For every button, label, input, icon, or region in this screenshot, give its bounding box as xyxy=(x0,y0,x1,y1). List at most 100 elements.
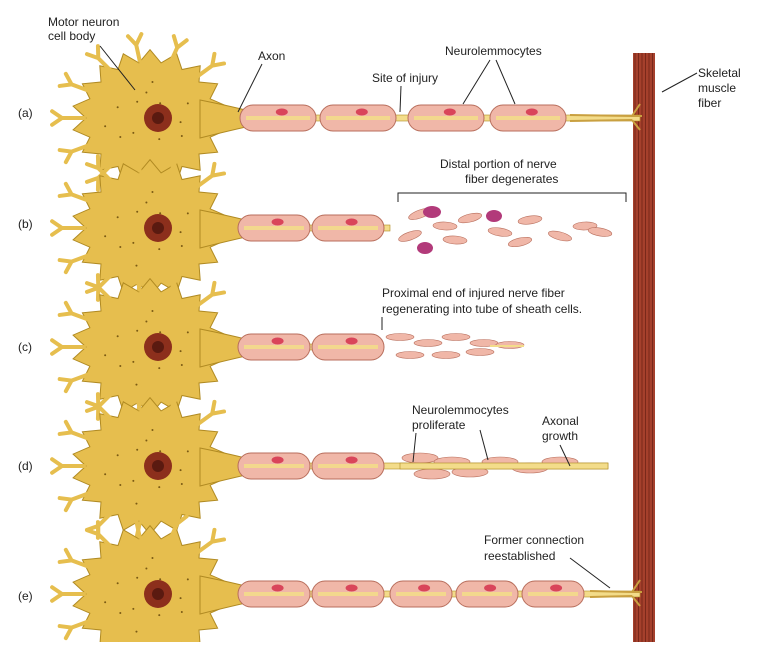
row-label-d: (d) xyxy=(18,459,33,473)
dendrite xyxy=(57,419,94,442)
axon-core xyxy=(318,592,378,596)
speckle xyxy=(104,125,107,128)
nucleolus xyxy=(152,341,164,353)
speckle xyxy=(186,450,189,453)
motor-neuron-label-line1: Motor neuron xyxy=(48,15,119,29)
proximal-label-line2: regenerating into tube of sheath cells. xyxy=(382,302,582,316)
dendrite xyxy=(57,71,94,94)
dendrite xyxy=(50,338,86,356)
dendrite xyxy=(168,34,189,65)
site-of-injury-leader xyxy=(399,85,402,113)
distal-label-line2: fiber degenerates xyxy=(465,172,558,186)
dendrite xyxy=(125,380,144,411)
axon-core xyxy=(244,345,304,349)
speckle xyxy=(159,578,162,581)
speckle xyxy=(136,576,139,579)
dendrite xyxy=(84,273,114,303)
axonal-label-line1: Axonal xyxy=(542,414,579,428)
speckle xyxy=(136,100,139,103)
proliferate-leader xyxy=(412,432,417,463)
distal-bracket xyxy=(397,192,627,202)
speckle xyxy=(116,454,119,457)
sheath-nucleus xyxy=(550,584,563,592)
macrophage xyxy=(417,242,433,254)
axon-core xyxy=(528,592,578,596)
dendrite xyxy=(57,142,94,165)
dendrite xyxy=(50,457,86,475)
speckle xyxy=(151,191,154,194)
speckle xyxy=(180,364,183,367)
skeletal-label-line3: fiber xyxy=(698,96,721,110)
speckle xyxy=(145,439,148,442)
nucleolus xyxy=(152,588,164,600)
dendrite xyxy=(194,51,227,79)
proliferating-neurolemmocyte xyxy=(401,452,439,464)
skeletal-muscle-fiber xyxy=(633,401,655,531)
speckle xyxy=(159,331,162,334)
speckle xyxy=(116,106,119,109)
speckle xyxy=(119,364,122,367)
speckle xyxy=(119,483,122,486)
neurolemmocytes-label: Neurolemmocytes xyxy=(445,44,542,58)
row-c-regeneration-start xyxy=(50,261,655,433)
degenerating-fragment xyxy=(398,230,422,242)
sheath-nucleus xyxy=(271,337,284,345)
speckle xyxy=(186,331,189,334)
axon-core xyxy=(318,226,378,230)
speckle xyxy=(132,241,135,244)
row-label-c: (c) xyxy=(18,340,32,354)
distal-label-line1: Distal portion of nerve xyxy=(440,157,557,171)
macrophage xyxy=(486,210,502,222)
dendrite xyxy=(125,261,144,292)
speckle xyxy=(180,245,183,248)
dendrite xyxy=(57,547,94,570)
speckle xyxy=(180,135,183,138)
dendrite xyxy=(50,585,86,603)
speckle xyxy=(179,231,182,234)
sheath-tube-cell xyxy=(441,333,471,341)
degenerating-fragment xyxy=(458,212,482,224)
former-label-line2: reestablished xyxy=(484,549,555,563)
speckle xyxy=(119,135,122,138)
axon-core xyxy=(244,464,304,468)
neurolemmocytes-leader xyxy=(462,59,516,105)
dendrite xyxy=(194,161,227,189)
speckle xyxy=(104,473,107,476)
speckle xyxy=(145,320,148,323)
speckle xyxy=(119,611,122,614)
dendrite xyxy=(194,399,227,427)
axon-core xyxy=(318,345,378,349)
axon-core xyxy=(326,116,390,120)
speckle xyxy=(180,611,183,614)
row-e-reconnected xyxy=(50,508,655,647)
sheath-tube-cell xyxy=(395,351,425,359)
row-d-proliferation xyxy=(50,380,655,552)
skeletal-muscle-fiber xyxy=(633,282,655,412)
dendrite xyxy=(84,44,114,74)
degenerating-fragment xyxy=(487,227,513,237)
sheath-nucleus xyxy=(443,108,456,116)
row-label-e: (e) xyxy=(18,589,33,603)
speckle xyxy=(145,91,148,94)
axon-core xyxy=(414,116,478,120)
axon-core xyxy=(244,226,304,230)
former-leader xyxy=(569,557,611,589)
proliferating-neurolemmocyte xyxy=(413,468,451,480)
dendrite xyxy=(57,371,94,394)
degenerating-fragment xyxy=(587,227,613,237)
speckle xyxy=(135,383,138,386)
speckle xyxy=(135,502,138,505)
speckle xyxy=(151,557,154,560)
skeletal-label-line1: Skeletal xyxy=(698,66,741,80)
speckle xyxy=(135,264,138,267)
speckle xyxy=(158,367,161,370)
dendrite xyxy=(125,508,144,539)
speckle xyxy=(104,601,107,604)
sheath-nucleus xyxy=(271,584,284,592)
dendrite xyxy=(125,32,144,63)
speckle xyxy=(119,245,122,248)
dendrite xyxy=(84,392,114,422)
speckle xyxy=(158,486,161,489)
